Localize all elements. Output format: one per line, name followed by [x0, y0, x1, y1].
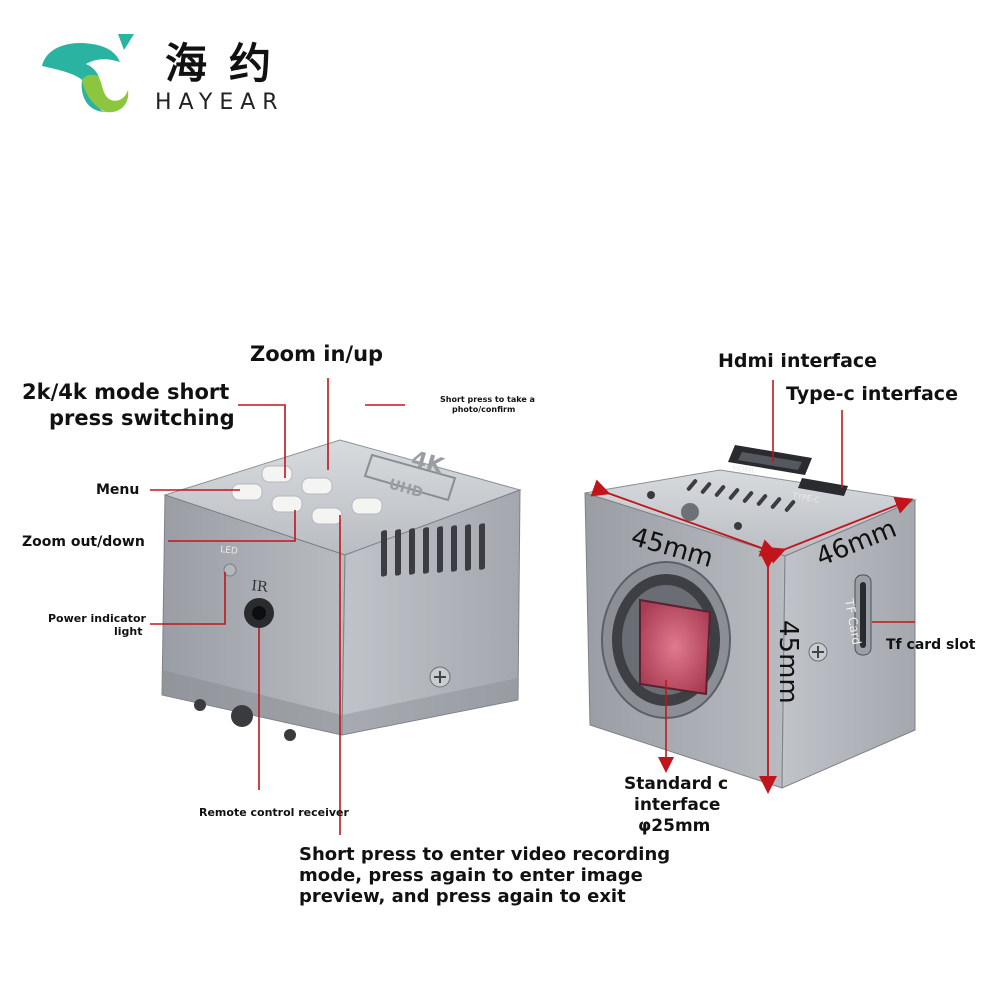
label-power-light-line2: light [114, 625, 143, 638]
label-remote-receiver: Remote control receiver [199, 806, 349, 819]
led-text: LED [220, 545, 239, 557]
label-typec-interface: Type-c interface [786, 383, 958, 405]
label-menu: Menu [96, 482, 140, 498]
label-cmount-line2: interface [634, 795, 721, 815]
hdmi-port-text: HDMI [732, 463, 755, 476]
label-tf-slot: Tf card slot [886, 637, 976, 653]
brand-name-cn: 海约 [165, 39, 294, 88]
logo-mark-icon [42, 34, 134, 113]
label-power-light-line1: Power indicator [48, 612, 146, 625]
label-photo-confirm-line2: photo/confirm [452, 405, 516, 414]
label-cmount-line3: φ25mm [638, 816, 711, 836]
label-photo-confirm-line1: Short press to take a [440, 395, 535, 404]
callout-lines-left [150, 378, 405, 835]
callout-lines-right [658, 380, 915, 773]
ir-text: IR [251, 578, 269, 596]
dimension-arrows [590, 479, 914, 794]
label-video-line1: Short press to enter video recording [299, 844, 671, 865]
brand-logo [36, 30, 136, 115]
label-hdmi-interface: Hdmi interface [718, 350, 878, 372]
label-zoom-in-up: Zoom in/up [250, 342, 384, 366]
label-video-line2: mode, press again to enter image [299, 865, 643, 886]
camera-left [161, 439, 522, 741]
camera-right [584, 445, 917, 789]
label-video-line3: preview, and press again to exit [299, 886, 626, 907]
brand-name-en: HAYEAR [155, 90, 285, 115]
dimension-height: 45mm [773, 620, 803, 704]
label-zoom-out-down: Zoom out/down [22, 534, 145, 550]
label-cmount-line1: Standard c [624, 774, 729, 794]
label-mode-switch-line2: press switching [49, 406, 235, 430]
label-mode-switch-line1: 2k/4k mode short [22, 380, 230, 404]
